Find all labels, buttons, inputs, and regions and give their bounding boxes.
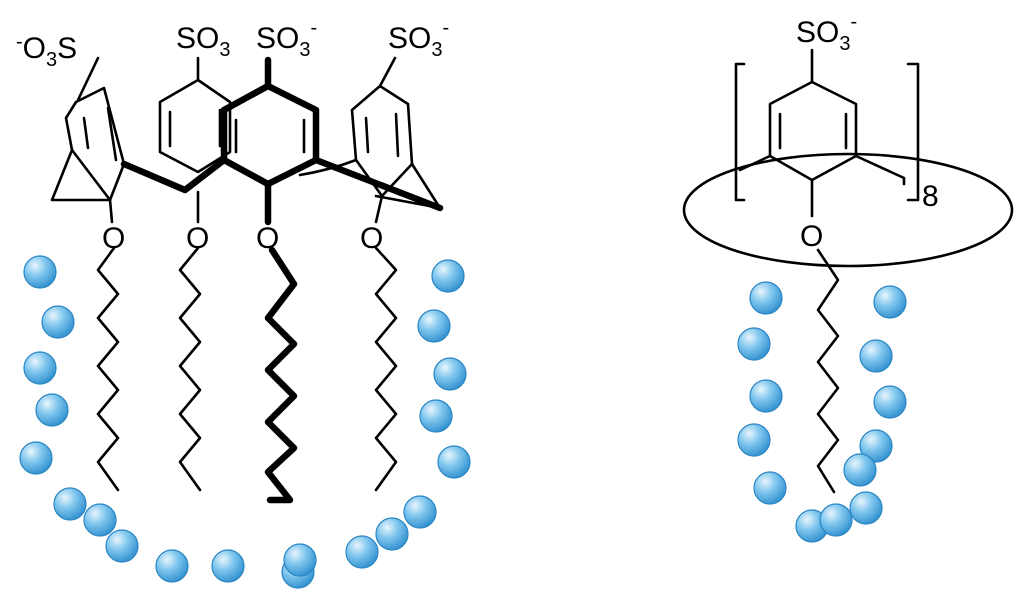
aryl-ring-2 bbox=[158, 56, 232, 224]
alkyl-chains bbox=[96, 246, 398, 504]
right-sphere-9 bbox=[873, 385, 907, 419]
left-sphere-12 bbox=[403, 495, 437, 529]
right-sphere-11 bbox=[873, 285, 907, 319]
left-sphere-18 bbox=[283, 543, 317, 577]
right-sphere-7 bbox=[849, 491, 883, 525]
right-sphere-3 bbox=[749, 379, 783, 413]
sulfonate-label-3: SO3- bbox=[256, 17, 317, 61]
calixarene-cone-structure: O O O O -O3S SO3 SO3- SO3- bbox=[16, 17, 449, 504]
sulfonate-label-1: -O3S bbox=[16, 31, 77, 71]
right-sphere-12 bbox=[819, 503, 853, 537]
left-sphere-11 bbox=[345, 535, 379, 569]
left-sphere-16 bbox=[417, 309, 451, 343]
water-spheres-right bbox=[737, 281, 907, 543]
right-sphere-1 bbox=[749, 281, 783, 315]
oxygen-label-1: O bbox=[102, 222, 125, 255]
right-sphere-4 bbox=[737, 423, 771, 457]
left-sphere-9 bbox=[211, 549, 245, 583]
right-sphere-8 bbox=[859, 429, 893, 463]
bracket-left bbox=[734, 62, 746, 202]
water-spheres-left bbox=[19, 255, 471, 589]
methylene-bridges bbox=[120, 156, 444, 212]
sulfonate-label-2: SO3 bbox=[176, 22, 230, 61]
bracket-right bbox=[906, 62, 920, 202]
oxygen-label-3: O bbox=[256, 222, 279, 255]
calix8arene-structure: O 8 SO3- bbox=[682, 11, 1014, 494]
aryl-ring-4 bbox=[350, 56, 442, 224]
left-sphere-5 bbox=[19, 441, 53, 475]
left-sphere-4 bbox=[35, 393, 69, 427]
right-sphere-2 bbox=[737, 327, 771, 361]
oxygen-label-2: O bbox=[186, 222, 209, 255]
oxygen-label-right: O bbox=[800, 220, 823, 253]
right-sphere-5 bbox=[753, 471, 787, 505]
sulfonate-label-right: SO3- bbox=[796, 11, 857, 55]
repeat-count: 8 bbox=[922, 180, 939, 213]
right-sphere-10 bbox=[859, 339, 893, 373]
left-sphere-15 bbox=[433, 357, 467, 391]
left-sphere-17 bbox=[431, 259, 465, 293]
aryl-ring-3-highlighted bbox=[220, 56, 320, 226]
macrocycle-ring bbox=[682, 152, 1014, 268]
sulfonate-label-4: SO3- bbox=[388, 17, 449, 61]
left-sphere-13 bbox=[437, 445, 471, 479]
oxygen-label-4: O bbox=[360, 222, 383, 255]
left-sphere-7 bbox=[105, 529, 139, 563]
left-sphere-1 bbox=[23, 255, 57, 289]
aryl-ring-1 bbox=[50, 56, 126, 224]
left-sphere-2 bbox=[41, 305, 75, 339]
left-sphere-3 bbox=[23, 351, 57, 385]
left-sphere-19 bbox=[83, 503, 117, 537]
right-sphere-13 bbox=[843, 453, 877, 487]
alkyl-chain-right bbox=[816, 248, 840, 494]
left-sphere-6 bbox=[53, 487, 87, 521]
left-sphere-8 bbox=[155, 549, 189, 583]
left-sphere-14 bbox=[419, 399, 453, 433]
left-sphere-20 bbox=[375, 517, 409, 551]
